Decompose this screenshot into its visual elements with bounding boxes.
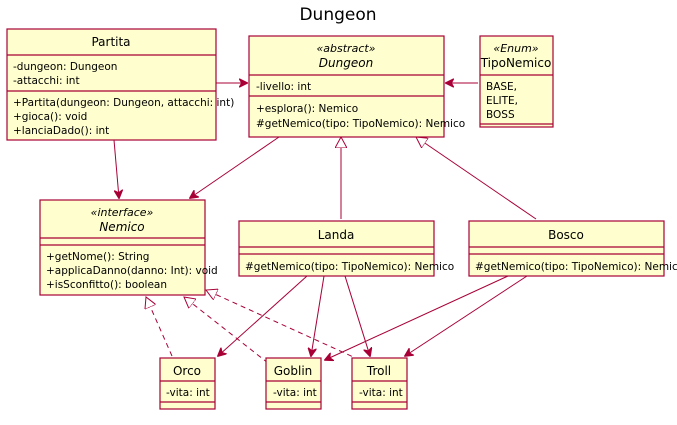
method: +esplora(): Nemico xyxy=(256,103,358,115)
relations xyxy=(113,83,537,364)
bosco-to-goblin-association xyxy=(325,275,509,360)
method: +lanciaDado(): int xyxy=(13,125,109,137)
interface-nemico: «interface» Nemico +getNome(): String +a… xyxy=(39,199,218,296)
class-goblin: Goblin -vita: int xyxy=(265,357,322,410)
method: +isSconfitto(): boolean xyxy=(46,279,167,291)
dungeon-to-nemico-association xyxy=(190,136,280,198)
enum-value: BOSS xyxy=(486,109,515,121)
method: +Partita(dungeon: Dungeon, attacchi: int… xyxy=(13,97,234,109)
partita-to-nemico-association xyxy=(113,139,119,198)
field: -vita: int xyxy=(273,387,317,399)
class-name: Troll xyxy=(366,364,391,378)
bosco-to-troll-association xyxy=(405,275,528,356)
landa-to-orco-association xyxy=(218,275,308,356)
stereotype: «Enum» xyxy=(493,42,538,55)
field: -attacchi: int xyxy=(13,75,80,87)
method: +applicaDanno(danno: Int): void xyxy=(46,265,218,277)
class-orco: Orco -vita: int xyxy=(159,357,216,410)
landa-to-troll-association xyxy=(344,275,370,356)
class-partita: Partita -dungeon: Dungeon -attacchi: int… xyxy=(6,28,234,141)
orco-implements-nemico xyxy=(146,297,173,357)
class-troll: Troll -vita: int xyxy=(351,357,408,410)
method: #getNemico(tipo: TipoNemico): Nemico xyxy=(245,261,454,273)
method: +gioca(): void xyxy=(13,111,87,123)
field: -livello: int xyxy=(256,81,311,93)
diagram-title: Dungeon xyxy=(299,5,376,25)
class-name: Goblin xyxy=(274,364,313,378)
class-bosco: Bosco #getNemico(tipo: TipoNemico): Nemi… xyxy=(468,220,677,277)
field: -vita: int xyxy=(166,387,210,399)
method: #getNemico(tipo: TipoNemico): Nemico xyxy=(256,118,465,130)
goblin-implements-nemico xyxy=(184,297,269,364)
enum-value: ELITE, xyxy=(486,95,518,107)
class-name: Dungeon xyxy=(319,56,373,70)
class-name: Orco xyxy=(173,364,201,378)
enum-value: BASE, xyxy=(486,81,517,93)
troll-implements-nemico xyxy=(206,290,361,361)
class-name: Bosco xyxy=(548,228,584,242)
enum-name: TipoNemico xyxy=(480,56,552,70)
field: -vita: int xyxy=(359,387,403,399)
class-name: Landa xyxy=(318,228,355,242)
class-name: Partita xyxy=(91,35,130,49)
field: -dungeon: Dungeon xyxy=(13,61,117,73)
class-landa: Landa #getNemico(tipo: TipoNemico): Nemi… xyxy=(238,220,454,277)
stereotype: «abstract» xyxy=(317,42,376,55)
class-dungeon: «abstract» Dungeon -livello: int +esplor… xyxy=(248,35,465,138)
landa-to-goblin-association xyxy=(311,275,325,356)
enum-tiponemico: «Enum» TipoNemico BASE, ELITE, BOSS xyxy=(479,35,554,128)
interface-name: Nemico xyxy=(99,220,144,234)
method: +getNome(): String xyxy=(46,251,149,263)
bosco-extends-dungeon xyxy=(416,137,537,220)
method: #getNemico(tipo: TipoNemico): Nemico xyxy=(475,261,677,273)
stereotype: «interface» xyxy=(91,206,154,219)
